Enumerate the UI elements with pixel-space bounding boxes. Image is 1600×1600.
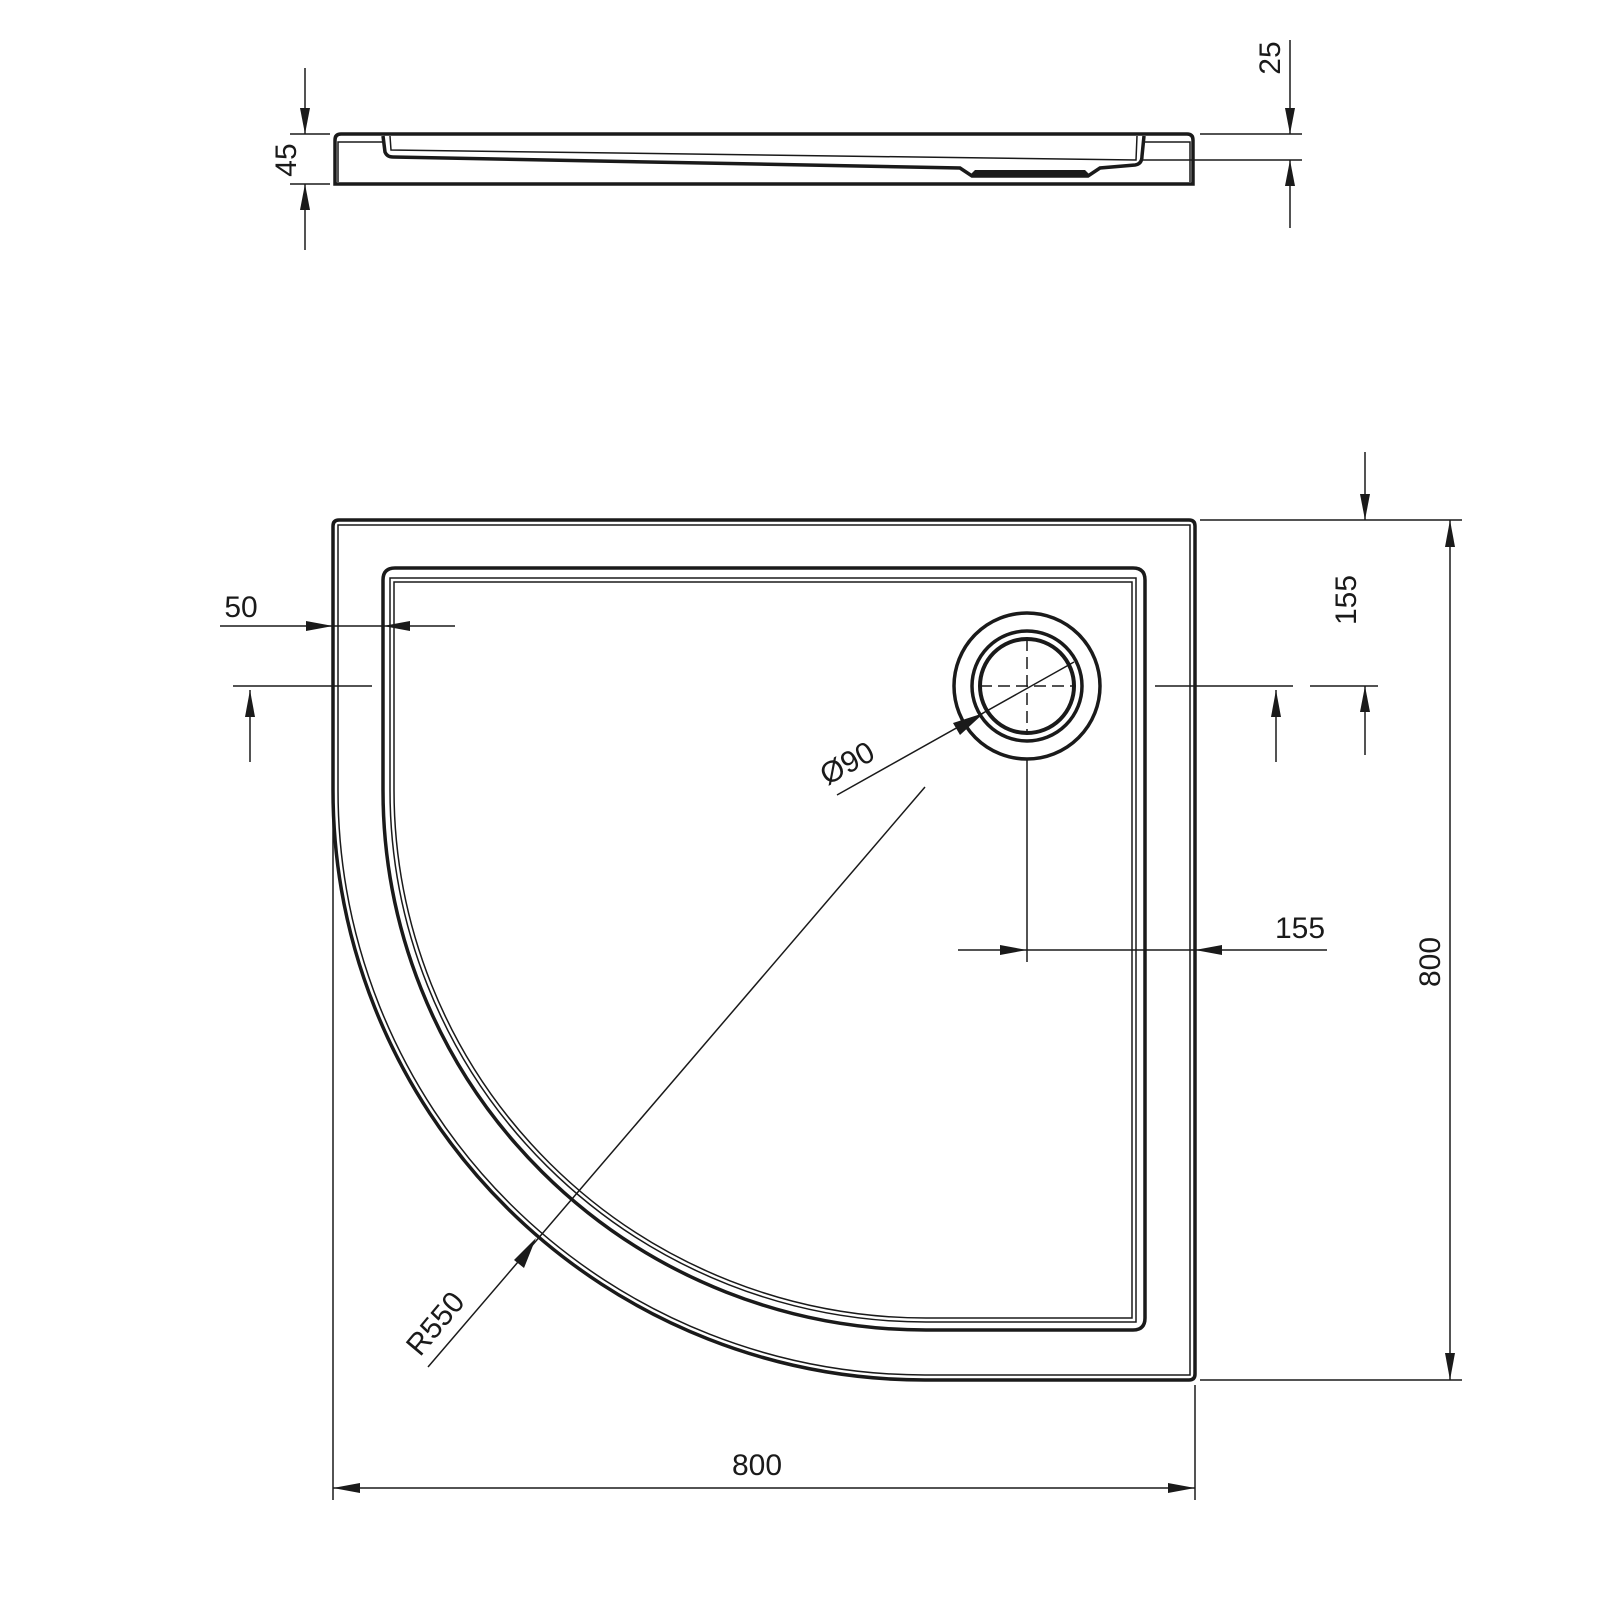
dimension-drain-side-155: 155 [958, 760, 1327, 962]
dimension-drain-side-label: 155 [1275, 912, 1325, 945]
dimension-25-label: 25 [1254, 41, 1287, 74]
side-view: 45 25 [270, 40, 1302, 250]
side-outline [333, 132, 1195, 186]
basin-inner [389, 577, 1137, 1323]
dimension-depth-label: 800 [1414, 937, 1447, 987]
basin-outline [381, 566, 1147, 1332]
tray-outline-inner [337, 524, 1191, 1376]
section-marker-right [1155, 685, 1293, 762]
dimension-45-label: 45 [270, 143, 303, 176]
dimension-drain-top-155: 155 [1310, 452, 1378, 755]
side-drain [970, 170, 1090, 175]
dimension-drain-top-label: 155 [1330, 575, 1363, 625]
dimension-width-800: 800 [332, 800, 1196, 1500]
plan-view: 800 800 155 155 [220, 452, 1462, 1500]
dimension-rim-50: 50 [220, 591, 455, 631]
dimension-drain-diameter-label: Ø90 [815, 736, 881, 792]
dimension-depth-800: 800 [1200, 519, 1462, 1381]
side-rim-right [1145, 141, 1191, 182]
dimension-radius-label: R550 [400, 1286, 471, 1362]
dimension-45: 45 [270, 68, 330, 250]
section-marker-left [233, 685, 372, 762]
side-rim-left [337, 141, 383, 182]
drain [952, 611, 1102, 761]
dimension-25: 25 [1140, 40, 1302, 228]
basin-inner-2 [393, 581, 1133, 1319]
side-basin-inner [389, 135, 1138, 161]
dimension-rim-label: 50 [224, 591, 257, 624]
dimension-width-label: 800 [732, 1449, 782, 1482]
tray-outline [331, 518, 1197, 1382]
dimension-drain-diameter: Ø90 [815, 661, 1075, 796]
